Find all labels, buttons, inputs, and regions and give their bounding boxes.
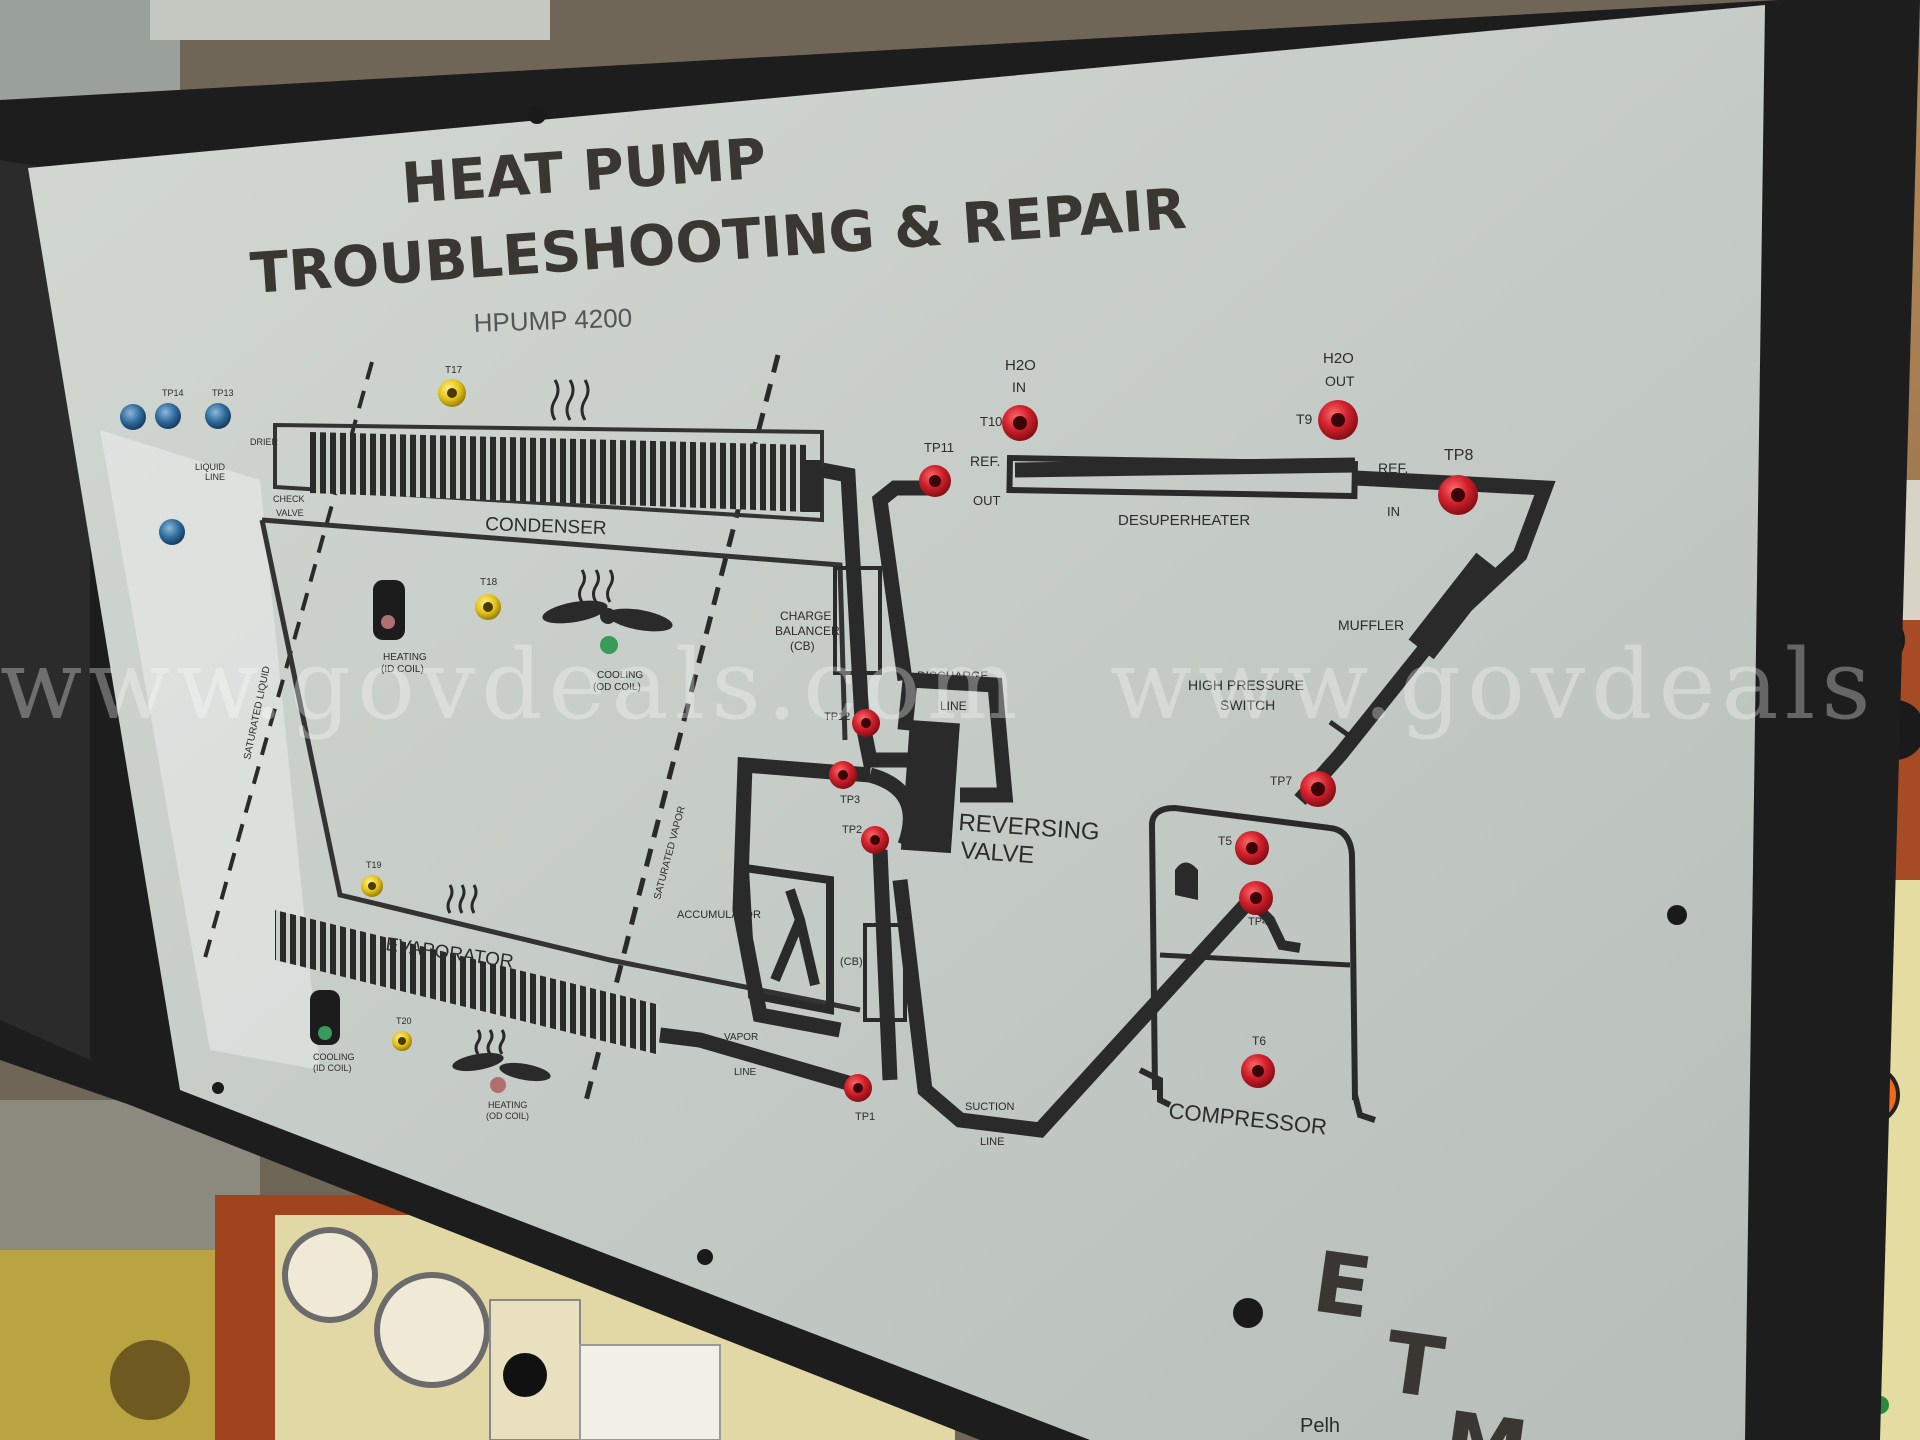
- vapor-line-label-2: LINE: [734, 1067, 757, 1078]
- cb-small: [863, 923, 907, 1022]
- panel-face: [28, 5, 1765, 1440]
- suction-line-label-2: LINE: [980, 1136, 1004, 1148]
- tp11-label: TP11: [924, 440, 954, 455]
- heating-id-label-1: HEATING: [383, 652, 427, 663]
- cb-small-label: (CB): [840, 956, 863, 968]
- drier-label: DRIER: [250, 437, 279, 447]
- t5-label: T5: [1218, 834, 1232, 848]
- cooling-od-label-1: COOLING: [597, 670, 643, 681]
- footer-text: Pelh: [1300, 1415, 1340, 1437]
- glare: [100, 430, 320, 1070]
- mode-switches: [310, 580, 405, 1045]
- ref-in-label-2: IN: [1387, 504, 1400, 519]
- h2o-out-label-2: OUT: [1325, 373, 1355, 389]
- cooling-od-lamp[interactable]: [600, 636, 618, 654]
- h2o-in-label-1: H2O: [1005, 357, 1036, 374]
- tp2-label: TP2: [842, 824, 862, 836]
- charge-balancer-label-1: CHARGE: [780, 609, 831, 623]
- muffler: [1408, 552, 1502, 660]
- t18-label: T18: [480, 577, 498, 588]
- tp12-label: TP12: [824, 711, 850, 723]
- cooling-od-label-2: (OD COIL): [593, 682, 641, 693]
- blue-test-jacks: [120, 403, 231, 545]
- charge-balancer-label-3: (CB): [790, 639, 815, 653]
- jack-tp13[interactable]: [205, 403, 231, 429]
- tp4-label: TP4: [1248, 916, 1268, 928]
- indoor-outdoor-loop: [259, 517, 861, 1013]
- tp7-label: TP7: [1270, 774, 1292, 788]
- suction-line-label-1: SUCTION: [965, 1101, 1015, 1113]
- heating-od-label-1: HEATING: [488, 1100, 527, 1110]
- liquid-line-label-2: LINE: [205, 472, 225, 482]
- jack-tp14[interactable]: [155, 403, 181, 429]
- t9-label: T9: [1296, 411, 1313, 427]
- fan-icon: [542, 600, 673, 632]
- tp3-label: TP3: [840, 794, 860, 806]
- desuperheater-label: DESUPERHEATER: [1118, 512, 1250, 529]
- panel-model: HPUMP 4200: [473, 302, 632, 338]
- charge-balancer: [833, 566, 882, 675]
- heating-od-label-2: (OD COIL): [486, 1111, 529, 1121]
- test-point-labels: TP1 TP2 TP3 TP4 T5 T6 TP7 TP8 T9 T10 TP1…: [162, 365, 1473, 1123]
- watermark-1: www.govdeals.com: [0, 629, 1024, 741]
- check-valve-label-2: VALVE: [276, 508, 304, 518]
- accumulator-label: ACCUMULATOR: [677, 909, 761, 921]
- discharge-line-label-1: DISCHARGE: [917, 669, 988, 683]
- t19-label: T19: [366, 860, 382, 870]
- hps-label-1: HIGH PRESSURE: [1188, 677, 1304, 693]
- check-valve-label-1: CHECK: [273, 494, 305, 504]
- vapor-line-label-1: VAPOR: [724, 1032, 758, 1043]
- cooling-id-lamp[interactable]: [318, 1026, 332, 1040]
- t20-label: T20: [396, 1016, 412, 1026]
- evaporator-coil: [275, 910, 660, 1055]
- ref-in-label-1: REF.: [1378, 460, 1408, 476]
- tp1-label: TP1: [855, 1111, 875, 1123]
- condenser-label: CONDENSER: [485, 514, 607, 539]
- screw-icons: [212, 106, 1687, 1328]
- t17-label: T17: [445, 365, 463, 376]
- jack-blue-1[interactable]: [120, 404, 146, 430]
- heat-wave-icons: [446, 379, 614, 1055]
- tp13-label: TP13: [212, 388, 234, 398]
- watermark-2: www.govdeals: [1110, 629, 1877, 741]
- t10-label: T10: [980, 414, 1002, 429]
- condenser-coil: [273, 422, 824, 523]
- heating-id-label-2: (ID COIL): [381, 664, 424, 675]
- reversing-valve-label-2: VALVE: [960, 837, 1036, 869]
- yellow-jack-centers: [368, 388, 493, 1045]
- ref-out-label-1: REF.: [970, 453, 1000, 469]
- tp8-label: TP8: [1444, 447, 1473, 464]
- hps-label-2: SWITCH: [1220, 697, 1275, 713]
- desuperheater: [1006, 454, 1358, 500]
- charge-balancer-label-2: BALANCER: [775, 624, 840, 638]
- t6-label: T6: [1252, 1034, 1266, 1048]
- accumulator: [740, 863, 834, 1015]
- heating-od-lamp[interactable]: [490, 1077, 506, 1093]
- fan-icon-lower: [452, 1052, 551, 1082]
- cooling-id-label-2: (ID COIL): [313, 1063, 352, 1073]
- jack-blue-4[interactable]: [159, 519, 185, 545]
- muffler-label: MUFFLER: [1338, 617, 1404, 633]
- ref-out-label-2: OUT: [973, 493, 1001, 508]
- cooling-id-label-1: COOLING: [313, 1052, 355, 1062]
- heating-id-lamp[interactable]: [381, 615, 395, 629]
- brand-letter-e: E: [1307, 1233, 1377, 1338]
- liquid-line-label-1: LIQUID: [195, 462, 226, 472]
- h2o-in-label-2: IN: [1012, 379, 1026, 395]
- jack-centers: [838, 413, 1465, 1093]
- high-pressure-switch: [1328, 719, 1360, 745]
- reversing-valve: [867, 719, 960, 854]
- h2o-out-label-1: H2O: [1323, 350, 1354, 367]
- discharge-line-label-2: LINE: [940, 699, 967, 713]
- tp14-label: TP14: [162, 388, 184, 398]
- brand-letter-t: T: [1379, 1313, 1449, 1418]
